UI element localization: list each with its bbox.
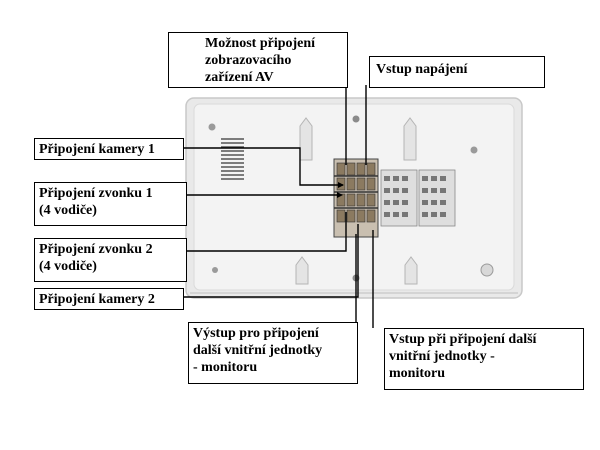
terminal-panel-secondary [380, 169, 456, 227]
screw [212, 267, 218, 273]
label-input-next-unit: Vstup při připojení další vnitřní jednot… [384, 328, 584, 390]
ground-terminal [480, 263, 494, 277]
label-bell-2: Připojení zvonku 2 (4 vodiče) [34, 238, 187, 282]
leader-camera1 [183, 147, 343, 186]
label-camera-1: Připojení kamery 1 [34, 138, 184, 160]
leader-lines [183, 82, 374, 328]
label-camera-2: Připojení kamery 2 [34, 288, 184, 310]
label-av-device: Možnost připojení zobrazovacího zařízení… [168, 32, 348, 88]
mounting-hole-top-right [403, 117, 417, 161]
screw [352, 115, 360, 123]
mounting-hole-bottom-right [404, 256, 418, 285]
mounting-hole-bottom-left [295, 256, 309, 285]
terminal-block-main [333, 158, 379, 238]
arrow-camera1 [338, 182, 344, 188]
mounting-hole-top-left [299, 117, 313, 161]
arrow-bell1 [337, 192, 343, 198]
screw [208, 123, 216, 131]
leader-arrows [337, 182, 344, 198]
leader-bell2 [186, 212, 347, 252]
leader-camera2 [183, 224, 359, 298]
label-power-input: Vstup napájení [369, 56, 545, 88]
screw [470, 146, 478, 154]
speaker-grille [221, 138, 244, 180]
label-output-next-unit: Výstup pro připojení další vnitřní jedno… [188, 322, 358, 384]
label-bell-1: Připojení zvonku 1 (4 vodiče) [34, 182, 187, 226]
